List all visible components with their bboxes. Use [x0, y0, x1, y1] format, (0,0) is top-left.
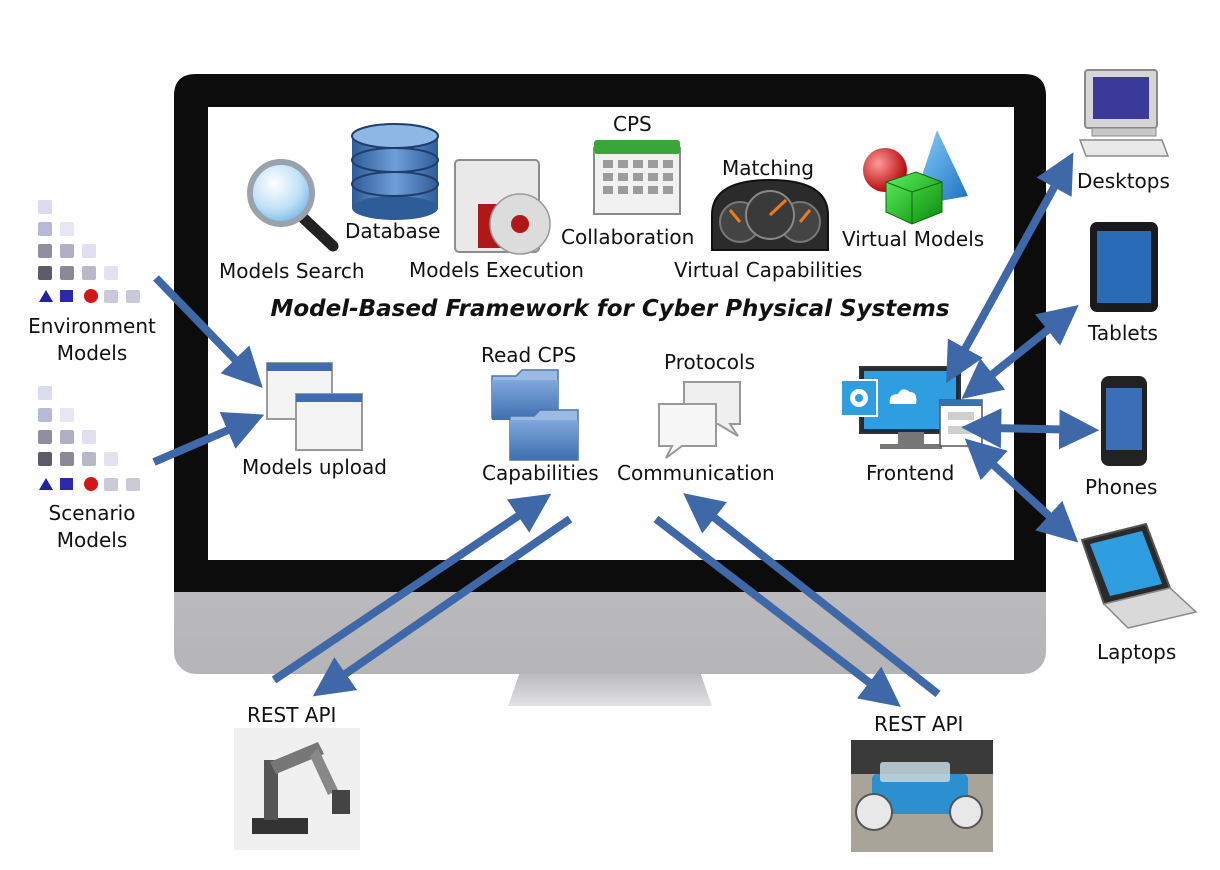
arrow-capabilities-to-robot	[312, 515, 573, 697]
tablet-icon	[1090, 222, 1158, 312]
monitor-stand	[508, 672, 712, 706]
matching-label: Matching	[722, 156, 814, 180]
arrow-scenario-to-upload	[152, 412, 265, 466]
tablets-label: Tablets	[1088, 321, 1158, 345]
arrows	[152, 152, 1100, 707]
scenario-models-label-line1: Scenario	[48, 501, 136, 525]
environment-models-icon	[38, 200, 140, 303]
virtual-capabilities-label: Virtual Capabilities	[674, 258, 863, 282]
database-icon	[351, 123, 439, 220]
arrow-environment-to-upload	[153, 275, 263, 389]
laptop-icon	[1080, 522, 1198, 629]
models-search-label: Models Search	[219, 259, 365, 283]
desktop-icon	[1078, 69, 1170, 157]
models-execution-label: Models Execution	[409, 258, 584, 282]
magnifier-icon	[247, 159, 339, 252]
mbot-robot-photo	[851, 740, 993, 852]
arrow-robot-to-capabilities	[271, 493, 552, 684]
environment-models-label-line2: Models	[56, 341, 128, 365]
capabilities-label: Capabilities	[482, 461, 599, 485]
robot-arm-photo	[234, 728, 360, 850]
arrow-communication-to-mbot	[653, 515, 901, 707]
environment-models-label-line1: Environment	[28, 314, 156, 338]
frontend-icon	[840, 366, 983, 449]
arrow-mbot-to-communication	[683, 493, 941, 698]
phone-icon	[1101, 376, 1147, 466]
virtual-models-label: Virtual Models	[842, 227, 985, 251]
collaboration-label: Collaboration	[561, 225, 695, 249]
folders-icon	[491, 369, 579, 461]
scenario-models-label-line2: Models	[56, 528, 128, 552]
windows-icon	[266, 362, 363, 451]
framework-title: Model-Based Framework for Cyber Physical…	[270, 296, 950, 322]
protocols-label: Protocols	[664, 350, 756, 374]
scenario-models-icon	[38, 386, 140, 491]
communication-label: Communication	[617, 461, 775, 485]
calendar-icon	[593, 140, 681, 215]
frontend-label: Frontend	[866, 461, 955, 485]
models-execution-icon	[454, 159, 551, 255]
rest-api-right-label: REST API	[874, 712, 964, 736]
laptops-label: Laptops	[1097, 640, 1177, 664]
cps-top-label: CPS	[613, 112, 652, 136]
speech-bubbles-icon	[658, 381, 741, 459]
database-label: Database	[345, 219, 441, 243]
arrow-frontend-phones	[961, 408, 1100, 450]
read-cps-label: Read CPS	[481, 343, 577, 367]
desktops-label: Desktops	[1077, 169, 1170, 193]
arrow-frontend-tablets	[961, 304, 1079, 400]
phones-label: Phones	[1085, 475, 1158, 499]
arrow-frontend-laptops	[964, 438, 1079, 543]
models-upload-label: Models upload	[242, 455, 387, 479]
rest-api-left-label: REST API	[247, 703, 337, 727]
gauge-icon	[711, 178, 829, 251]
